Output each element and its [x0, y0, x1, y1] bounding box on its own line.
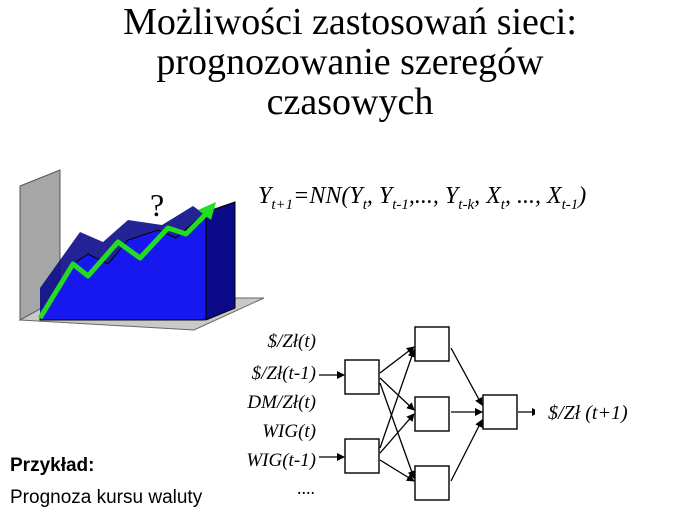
title-line-1: Możliwości zastosowań sieci: — [123, 1, 577, 43]
question-mark: ? — [150, 187, 164, 223]
edge-in1-h2 — [379, 377, 415, 411]
illustration-trend-line — [37, 210, 210, 320]
title-line-2: prognozowanie szeregów — [156, 41, 544, 83]
illustration-trend-arrowhead — [198, 202, 216, 220]
edge-in1-h3 — [379, 382, 416, 479]
hidden-node-2 — [414, 396, 450, 432]
input-label-wig-t: WIG(t) — [262, 421, 316, 442]
hidden-node-3 — [414, 465, 450, 501]
input-label-dm-pln-t: DM/Zł(t) — [247, 392, 316, 413]
output-label: $/Zł (t+1) — [548, 402, 628, 424]
illustration-area-top — [40, 206, 216, 318]
edge-in2-h1 — [379, 349, 416, 449]
input-node-1 — [344, 359, 380, 395]
edge-in2-h3 — [379, 459, 415, 482]
edge-in1-h1 — [379, 346, 415, 374]
edge-in2-h2 — [379, 413, 415, 454]
more-inputs-ellipsis: .... — [297, 478, 315, 498]
input-node-2 — [344, 438, 380, 474]
page-title: Możliwości zastosowań sieci: prognozowan… — [0, 2, 700, 122]
input-label-wig-t-1: WIG(t-1) — [246, 450, 316, 471]
output-node — [482, 394, 518, 430]
neural-network-diagram — [319, 326, 535, 501]
edge-h1-out — [450, 347, 483, 406]
input-label-usd-pln-t-1: $/Zł(t-1) — [251, 363, 316, 384]
example-description: Prognoza kursu waluty — [10, 487, 203, 508]
example-heading: Przykład: — [10, 455, 95, 476]
time-series-illustration: ? — [18, 169, 265, 331]
title-line-3: czasowych — [266, 81, 434, 123]
hidden-node-1 — [414, 326, 450, 362]
forecast-formula: Yt+1=NN(Yt, Yt-1,..., Yt-k, Xt, ..., Xt-… — [258, 183, 587, 213]
input-label-usd-pln-t: $/Zł(t) — [267, 331, 316, 352]
edge-h3-out — [450, 419, 483, 482]
illustration-area-side — [205, 201, 236, 321]
